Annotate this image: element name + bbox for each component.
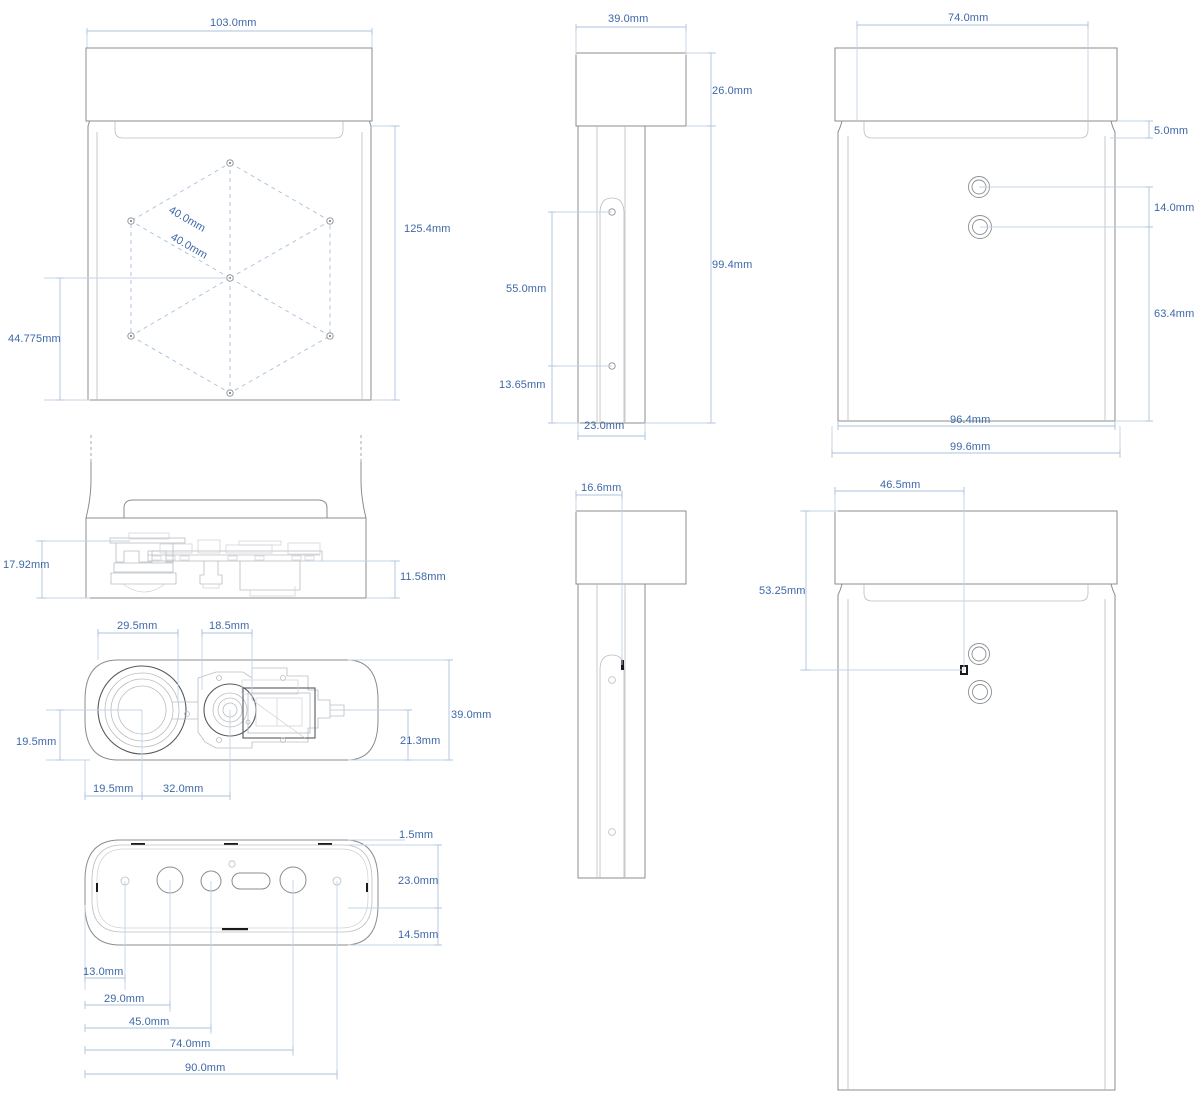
dimension-465: 46.5mm [834,479,965,670]
dimension-width-103: 103.0mm [86,17,373,52]
dimension-hole-74: 74.0mm [84,880,294,1056]
dim-label-1792: 17.92mm [3,559,50,571]
dimension-hole-29: 29.0mm [84,880,171,1012]
dim-label-44775: 44.775mm [8,333,61,345]
dim-label-103: 103.0mm [210,17,257,29]
dimension-5325: 53.25mm [759,510,964,671]
dim-label-39-cap: 39.0mm [608,13,648,25]
dim-label-295: 29.5mm [117,620,157,632]
view-face-row4-left: 1.5mm 23.0mm 14.5mm 13.0mm [83,829,442,1080]
dim-label-39-depth: 39.0mm [451,709,491,721]
dim-label-994: 99.4mm [712,259,752,271]
dim-label-145: 14.5mm [398,929,438,941]
dim-label-125: 125.4mm [404,223,451,235]
dim-label-5: 5.0mm [1154,125,1188,137]
dim-label-166: 16.6mm [581,482,621,494]
dim-label-15: 1.5mm [399,829,433,841]
dimension-320: 32.0mm [142,710,231,800]
view-side-row2-middle: 16.6mm [575,482,687,878]
dimension-166: 16.6mm [575,482,623,665]
dimension-body-height-994: 99.4mm [645,126,752,424]
dim-label-213: 21.3mm [400,735,440,747]
dimension-width-964: 96.4mm [837,414,1116,430]
dimension-height-1158: 11.58mm [310,560,446,599]
view-rear-top-right: 74.0mm 5.0mm 14.0mm 63.4mm [831,12,1194,458]
dim-label-55: 55.0mm [506,283,546,295]
dim-label-195-v: 19.5mm [16,736,56,748]
dim-label-29: 29.0mm [104,993,144,1005]
dimension-depth-213: 21.3mm [330,709,440,761]
dim-label-45: 45.0mm [129,1016,169,1028]
port-connectors-detail [960,643,992,704]
dim-label-5325: 53.25mm [759,585,806,597]
dimension-inner-width-74: 74.0mm [856,12,1089,120]
dim-label-13: 13.0mm [83,966,123,978]
dim-label-1158: 11.58mm [400,571,446,583]
dimension-face-145: 14.5mm [348,908,442,946]
dim-label-320: 32.0mm [163,783,203,795]
dimension-hex-pitch-b: 40.0mm [169,231,210,262]
view-section-row2-left: 17.92mm 11.58mm [3,435,446,598]
dimension-height-44775: 44.775mm [8,277,230,401]
dim-label-996: 99.6mm [950,441,990,453]
dimension-295: 29.5mm [97,620,179,700]
view-front-top-left: 103.0mm [8,17,451,401]
dimension-hex-pitch-a: 40.0mm [167,204,208,235]
dimension-hole-45: 45.0mm [84,881,212,1034]
dim-label-74-face: 74.0mm [170,1038,210,1050]
dimension-overall-90: 90.0mm [84,881,338,1080]
dim-label-14: 14.0mm [1154,202,1194,214]
dimension-195-vertical: 19.5mm [16,709,142,761]
dim-label-40a: 40.0mm [167,204,208,235]
view-rear-row2-right: 46.5mm 53.25mm [759,479,1118,1090]
dimension-height-1792: 17.92mm [3,540,130,599]
dimension-depth-39: 39.0mm [348,659,491,761]
dim-label-90: 90.0mm [185,1062,225,1074]
dimension-width-996: 99.6mm [831,426,1121,458]
dim-label-23-face: 23.0mm [398,875,438,887]
dim-label-23-stem: 23.0mm [584,420,624,432]
view-internal-row3-left: 29.5mm 18.5mm 39.0mm 21.3mm [16,620,491,800]
dimension-slot-lower-1365: 13.65mm [499,366,580,424]
dim-label-195-h: 19.5mm [93,783,133,795]
hex-mount-pattern [127,159,334,397]
dimension-port-spacing-14: 14.0mm [979,186,1194,228]
dimension-face-23: 23.0mm [348,844,442,909]
dimension-slot-55: 55.0mm [506,211,612,367]
dimension-hole-13: 13.0mm [83,881,126,990]
dim-label-634: 63.4mm [1154,308,1194,320]
dim-label-1365: 13.65mm [499,379,546,391]
internal-components [109,532,323,597]
dim-label-964: 96.4mm [950,414,990,426]
dim-label-74-top: 74.0mm [948,12,988,24]
dimension-cap-width-39: 39.0mm [575,13,687,55]
dimension-cap-height-26: 26.0mm [686,52,752,127]
dimension-195-horizontal: 19.5mm [84,710,143,800]
dim-label-185: 18.5mm [209,620,249,632]
dimension-185: 18.5mm [201,620,253,700]
dimension-port-to-base-634: 63.4mm [1115,227,1194,422]
dim-label-465: 46.5mm [880,479,920,491]
dim-label-40b: 40.0mm [169,231,210,262]
dimension-lip-5: 5.0mm [1110,120,1188,139]
dimension-height-125: 125.4mm [371,125,451,401]
port-connectors [968,176,992,239]
view-side-top-middle: 39.0mm 26.0mm 99.4mm 55.0mm [499,13,752,440]
dim-label-26: 26.0mm [712,85,752,97]
dimension-stem-width-23: 23.0mm [577,420,646,440]
